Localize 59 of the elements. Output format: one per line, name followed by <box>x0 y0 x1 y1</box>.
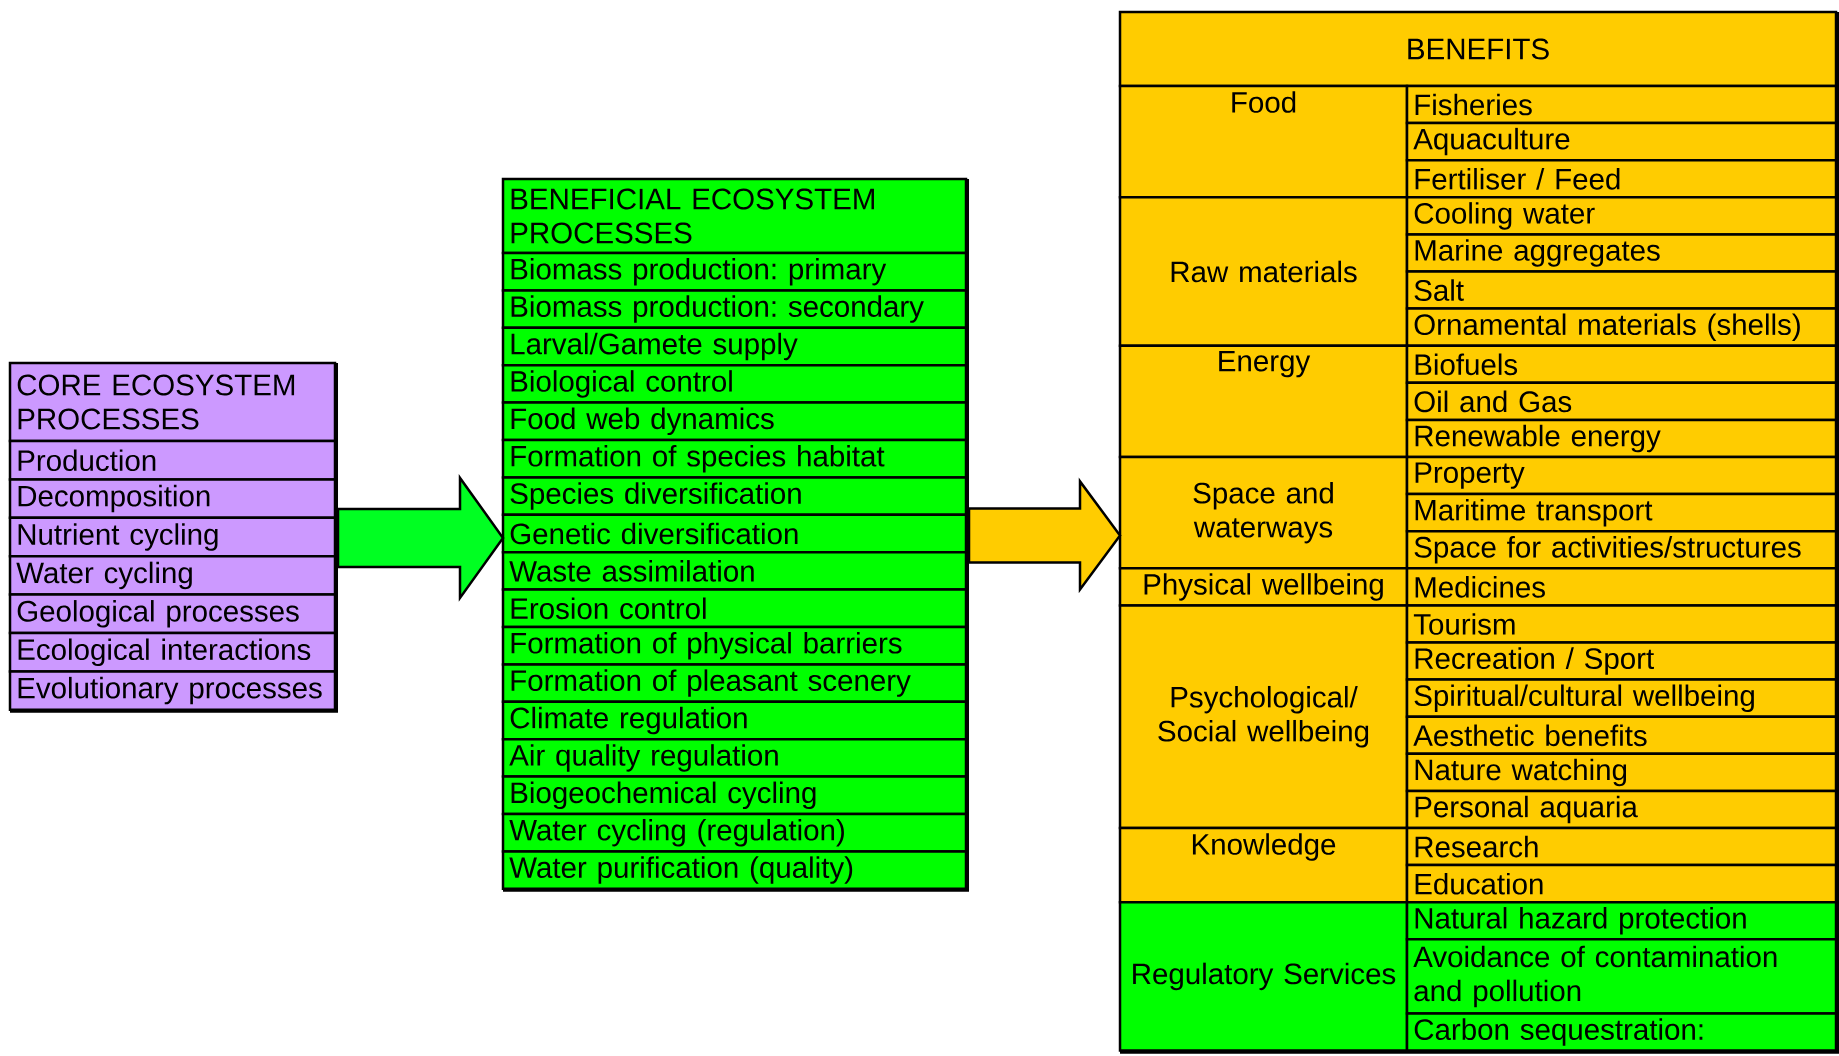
table-cell: Water purification (quality) <box>501 850 968 891</box>
table-cell: Food web dynamics <box>501 401 968 442</box>
table-cell: Maritime transport <box>1405 492 1838 533</box>
table-cell: Natural hazard protection <box>1405 900 1838 941</box>
table-cell: Aquaculture <box>1405 121 1838 162</box>
table-cell: Water cycling <box>8 554 337 596</box>
table-cell: Cooling water <box>1405 196 1838 236</box>
table-cell: Biomass production: primary <box>501 251 968 292</box>
table-cell: Research <box>1405 826 1838 867</box>
table-cell: Biomass production: secondary <box>501 289 968 330</box>
table-cell: Ornamental materials (shells) <box>1405 307 1838 347</box>
category-cell: Knowledge <box>1118 826 1409 904</box>
table-cell: Formation of pleasant scenery <box>501 663 968 704</box>
table-cell: Marine aggregates <box>1405 233 1838 273</box>
table-cell: Renewable energy <box>1405 418 1838 459</box>
table-cell: Erosion control <box>501 588 968 629</box>
table-header: BENEFICIAL ECOSYSTEM PROCESSES <box>501 177 968 255</box>
table-cell: Biological control <box>501 363 968 404</box>
table-cell: Larval/Gamete supply <box>501 326 968 367</box>
table-cell: Education <box>1405 863 1838 904</box>
table-cell: Climate regulation <box>501 700 968 741</box>
table-cell: Personal aquaria <box>1405 789 1838 830</box>
category-cell: Raw materials <box>1118 196 1409 347</box>
table-cell: Recreation / Sport <box>1405 641 1838 681</box>
table-cell: Carbon sequestration: <box>1405 1012 1838 1052</box>
table-cell: Oil and Gas <box>1405 381 1838 422</box>
category-cell: Physical wellbeing <box>1118 567 1409 607</box>
table-cell: Production <box>8 439 337 481</box>
table-cell: Biofuels <box>1405 344 1838 385</box>
category-cell: Energy <box>1118 344 1409 459</box>
table-cell: Biogeochemical cycling <box>501 775 968 816</box>
table-cell: Nutrient cycling <box>8 516 337 558</box>
table-cell: Fertiliser / Feed <box>1405 158 1838 199</box>
table-cell: Spiritual/cultural wellbeing <box>1405 678 1838 718</box>
table-cell: Salt <box>1405 270 1838 310</box>
table-cell: Tourism <box>1405 604 1838 644</box>
table-cell: Water cycling (regulation) <box>501 812 968 853</box>
category-cell: Regulatory Services <box>1118 900 1409 1052</box>
table-header: CORE ECOSYSTEM PROCESSES <box>8 361 337 443</box>
table-cell: Evolutionary processes <box>8 670 337 712</box>
table-cell: Property <box>1405 455 1838 496</box>
category-cell: Food <box>1118 84 1409 199</box>
table-cell: Nature watching <box>1405 752 1838 793</box>
table-cell: Genetic diversification <box>501 513 968 554</box>
table-cell: Formation of physical barriers <box>501 625 968 666</box>
table-cell: Air quality regulation <box>501 737 968 778</box>
table-cell: Species diversification <box>501 476 968 517</box>
block-arrow <box>967 477 1122 594</box>
table-cell: Medicines <box>1405 567 1838 607</box>
table-cell: Fisheries <box>1405 84 1838 125</box>
table-cell: Geological processes <box>8 593 337 635</box>
table-cell: Space for activities/structures <box>1405 529 1838 570</box>
table-cell: Formation of species habitat <box>501 438 968 479</box>
table-cell: Waste assimilation <box>501 550 968 591</box>
block-arrow <box>336 474 505 602</box>
table-cell: Ecological interactions <box>8 631 337 673</box>
table-cell: Avoidance of contamination and pollution <box>1405 938 1838 1015</box>
table-cell: Aesthetic benefits <box>1405 715 1838 756</box>
table-cell: Decomposition <box>8 478 337 520</box>
